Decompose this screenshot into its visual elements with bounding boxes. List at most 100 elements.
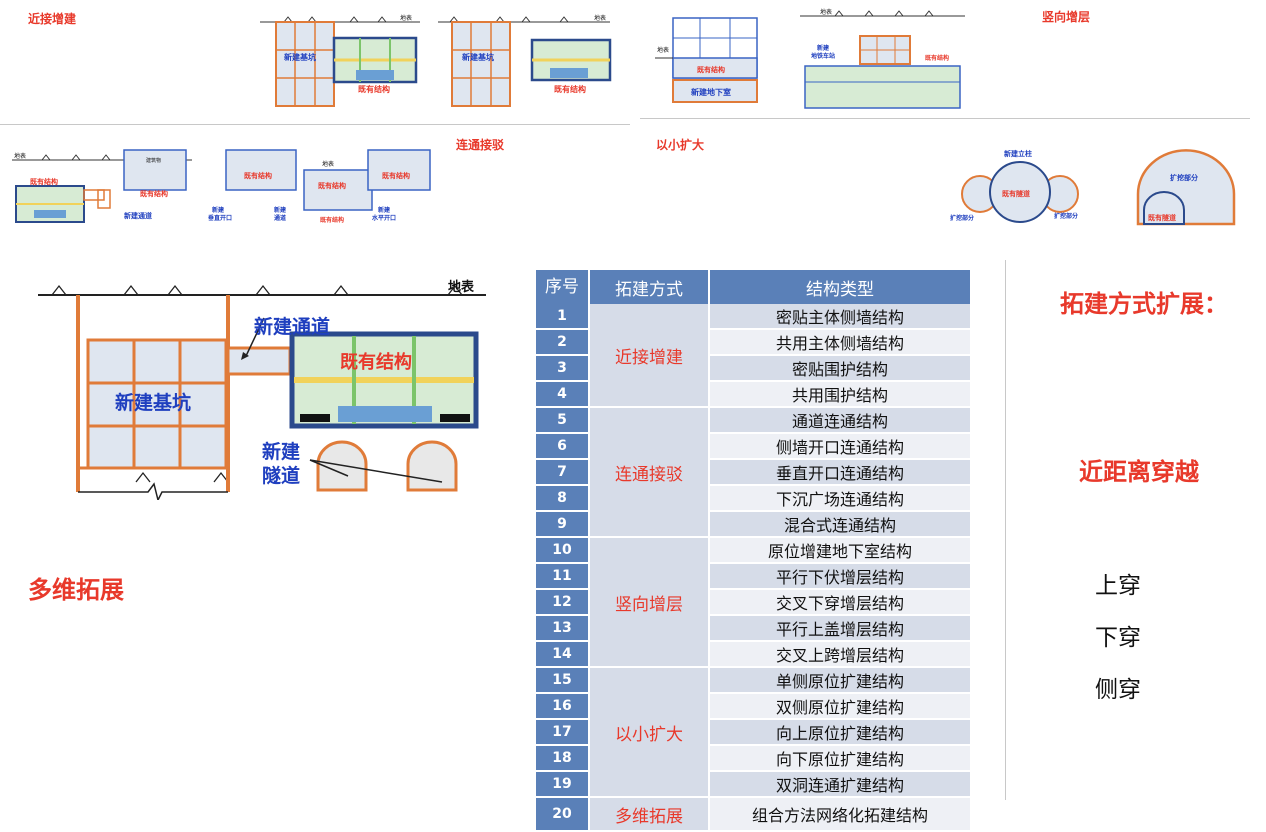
svg-text:既有隧道: 既有隧道 (1002, 189, 1030, 198)
svg-text:扩挖部分: 扩挖部分 (1170, 173, 1198, 182)
type-cell: 双洞连通扩建结构 (710, 772, 970, 798)
svg-text:新建通道: 新建通道 (124, 211, 152, 220)
table-row: 2 共用主体侧墙结构 (536, 330, 970, 356)
header-type: 结构类型 (710, 270, 970, 304)
close-crossing-title: 近距离穿越 (1079, 458, 1199, 486)
row-num: 6 (536, 434, 590, 460)
svg-text:新建立柱: 新建立柱 (1004, 149, 1032, 158)
type-cell: 原位增建地下室结构 (710, 538, 970, 564)
table-header-row: 序号 拓建方式 结构类型 (536, 270, 970, 304)
type-cell: 双侧原位扩建结构 (710, 694, 970, 720)
type-cell: 下沉广场连通结构 (710, 486, 970, 512)
divider-line-vertical (1005, 260, 1006, 800)
table-row: 9 混合式连通结构 (536, 512, 970, 538)
row-num: 14 (536, 642, 590, 668)
type-cell: 平行上盖增层结构 (710, 616, 970, 642)
row-num: 1 (536, 304, 590, 330)
new-pit-label: 新建基坑 (115, 392, 192, 414)
svg-text:地表: 地表 (820, 8, 832, 16)
divider-line (0, 124, 630, 125)
row-num: 2 (536, 330, 590, 356)
row-num: 18 (536, 746, 590, 772)
svg-text:新建: 新建 (274, 206, 287, 214)
row-num: 16 (536, 694, 590, 720)
table-row: 16 双侧原位扩建结构 (536, 694, 970, 720)
svg-text:新建: 新建 (817, 44, 830, 52)
header-method: 拓建方式 (590, 270, 710, 304)
svg-text:既有结构: 既有结构 (244, 171, 272, 180)
row-num: 20 (536, 798, 590, 832)
multi-dimension-diagram (38, 284, 486, 500)
type-cell: 混合式连通结构 (710, 512, 970, 538)
method-cell: 以小扩大 (590, 668, 710, 798)
item-sidecross: 侧穿 (1095, 677, 1141, 703)
adjacent-construction-diagram: 新建基坑 既有结构 地表 新建基坑 既有结构 地表 (260, 14, 612, 107)
svg-text:新建: 新建 (212, 206, 225, 214)
svg-text:地表: 地表 (400, 14, 412, 22)
row-num: 7 (536, 460, 590, 486)
label-vertical: 竖向增层 (1042, 10, 1091, 24)
row-num: 10 (536, 538, 590, 564)
divider-line (640, 118, 1250, 119)
type-cell: 单侧原位扩建结构 (710, 668, 970, 694)
type-cell: 向上原位扩建结构 (710, 720, 970, 746)
extension-title: 拓建方式扩展： (1060, 290, 1228, 318)
row-num: 19 (536, 772, 590, 798)
new-tunnel-line2: 隧道 (262, 465, 301, 487)
multi-dim-title: 多维拓展 (28, 576, 124, 604)
svg-text:地表: 地表 (657, 46, 669, 54)
table-row: 13 平行上盖增层结构 (536, 616, 970, 642)
svg-text:既有结构: 既有结构 (318, 181, 346, 190)
svg-text:地表: 地表 (322, 160, 334, 168)
svg-text:地铁车站: 地铁车站 (811, 52, 835, 60)
surface-label: 地表 (448, 280, 475, 295)
table-row: 18 向下原位扩建结构 (536, 746, 970, 772)
row-num: 3 (536, 356, 590, 382)
row-num: 9 (536, 512, 590, 538)
type-cell: 侧墙开口连通结构 (710, 434, 970, 460)
svg-text:垂直开口: 垂直开口 (208, 214, 232, 222)
type-cell: 交叉上跨增层结构 (710, 642, 970, 668)
svg-text:既有结构: 既有结构 (697, 65, 725, 74)
method-cell: 竖向增层 (590, 538, 710, 668)
row-num: 11 (536, 564, 590, 590)
svg-text:既有隧道: 既有隧道 (1148, 213, 1176, 222)
label-connect: 连通接驳 (456, 138, 505, 152)
new-tunnel-line1: 新建 (262, 441, 301, 463)
new-pit-label: 新建基坑 (284, 52, 316, 62)
row-num: 13 (536, 616, 590, 642)
type-cell: 通道连通结构 (710, 408, 970, 434)
type-cell: 垂直开口连通结构 (710, 460, 970, 486)
connection-diagram: 地表 既有结构 建筑物 既有结构 新建通道 既有结构 既有结构 既有结构 地表 … (12, 149, 431, 224)
row-num: 12 (536, 590, 590, 616)
label-adjacent: 近接增建 (28, 12, 77, 26)
row-num: 4 (536, 382, 590, 408)
svg-text:建筑物: 建筑物 (146, 157, 161, 164)
row-num: 15 (536, 668, 590, 694)
item-overcross: 上穿 (1095, 573, 1141, 599)
svg-text:地表: 地表 (594, 14, 606, 22)
svg-text:既有结构: 既有结构 (554, 84, 586, 94)
expansion-diagram: 新建立柱 既有隧道 扩挖部分 扩挖部分 扩挖部分 既有隧道 (950, 149, 1236, 226)
type-cell: 共用主体侧墙结构 (710, 330, 970, 356)
existing-label: 既有结构 (358, 84, 390, 94)
row-num: 5 (536, 408, 590, 434)
svg-text:新建基坑: 新建基坑 (462, 52, 494, 62)
svg-text:既有结构: 既有结构 (925, 54, 949, 62)
type-cell: 密贴主体侧墙结构 (710, 304, 970, 330)
type-cell: 向下原位扩建结构 (710, 746, 970, 772)
svg-text:通道: 通道 (274, 214, 286, 222)
svg-text:扩挖部分: 扩挖部分 (950, 214, 974, 222)
vertical-addition-diagram: 既有结构 新建地下室 地表 地表 新建 地铁车站 既有结构 (655, 8, 965, 109)
table-row: 14 交叉上跨增层结构 (536, 642, 970, 668)
